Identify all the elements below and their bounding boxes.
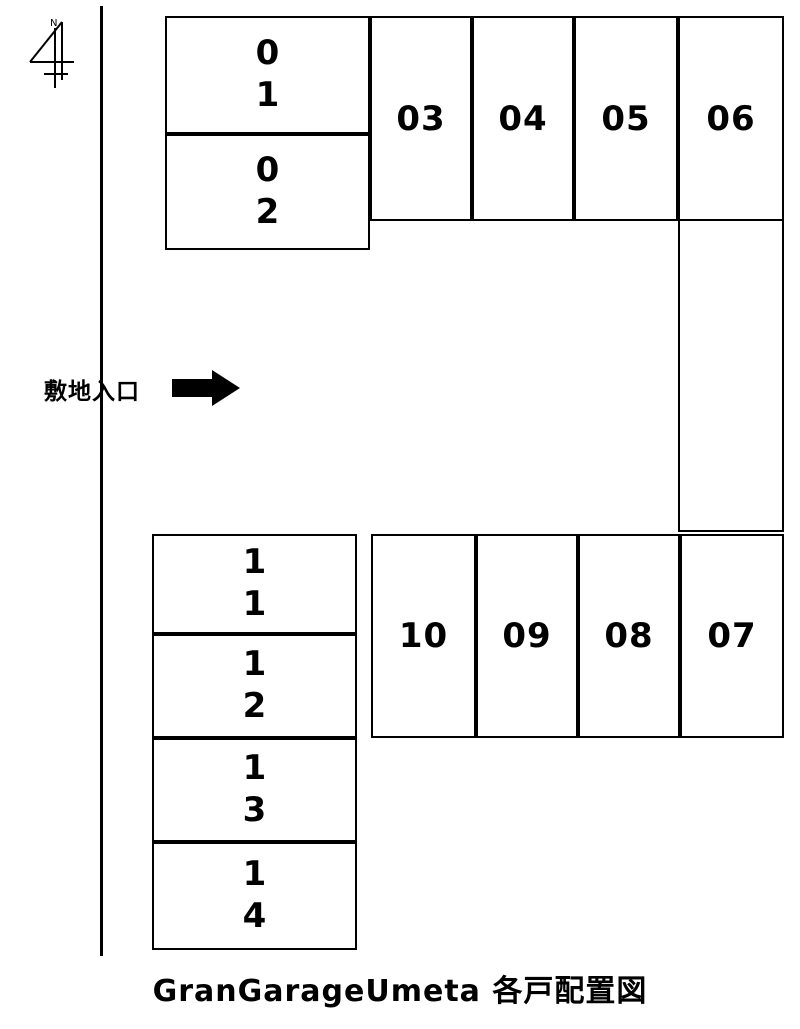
unit-06[interactable]: 06 bbox=[678, 16, 784, 221]
unit-label: 04 bbox=[498, 98, 548, 139]
unit-09[interactable]: 09 bbox=[476, 534, 578, 738]
unit-13[interactable]: 13 bbox=[152, 738, 357, 842]
unit-12[interactable]: 12 bbox=[152, 634, 357, 738]
unit-label: 03 bbox=[396, 98, 446, 139]
unit-label: 14 bbox=[234, 854, 275, 938]
unit-label: 05 bbox=[601, 98, 651, 139]
unit-label: 11 bbox=[234, 542, 275, 626]
unit-10[interactable]: 10 bbox=[371, 534, 476, 738]
unit-03[interactable]: 03 bbox=[370, 16, 472, 221]
site-right-area bbox=[678, 221, 784, 532]
unit-label: 07 bbox=[707, 616, 757, 656]
unit-07[interactable]: 07 bbox=[680, 534, 784, 738]
unit-05[interactable]: 05 bbox=[574, 16, 678, 221]
page-title: GranGarageUmeta 各戸配置図 bbox=[152, 974, 648, 1009]
svg-text:N: N bbox=[50, 18, 57, 29]
unit-08[interactable]: 08 bbox=[578, 534, 680, 738]
entrance-label: 敷地入口 bbox=[44, 379, 140, 405]
unit-label: 01 bbox=[247, 33, 288, 117]
unit-label: 09 bbox=[502, 616, 552, 656]
unit-label: 06 bbox=[706, 98, 756, 139]
unit-label: 10 bbox=[398, 616, 449, 656]
unit-label: 08 bbox=[604, 616, 654, 656]
unit-02[interactable]: 02 bbox=[165, 134, 370, 250]
road-boundary-line bbox=[100, 6, 103, 956]
unit-11[interactable]: 11 bbox=[152, 534, 357, 634]
unit-label: 02 bbox=[247, 150, 288, 234]
north-arrow-icon: N bbox=[22, 10, 94, 92]
right-arrow-icon bbox=[172, 368, 242, 408]
unit-01[interactable]: 01 bbox=[165, 16, 370, 134]
unit-14[interactable]: 14 bbox=[152, 842, 357, 950]
unit-label: 12 bbox=[234, 644, 275, 728]
unit-04[interactable]: 04 bbox=[472, 16, 574, 221]
unit-label: 13 bbox=[234, 748, 275, 832]
